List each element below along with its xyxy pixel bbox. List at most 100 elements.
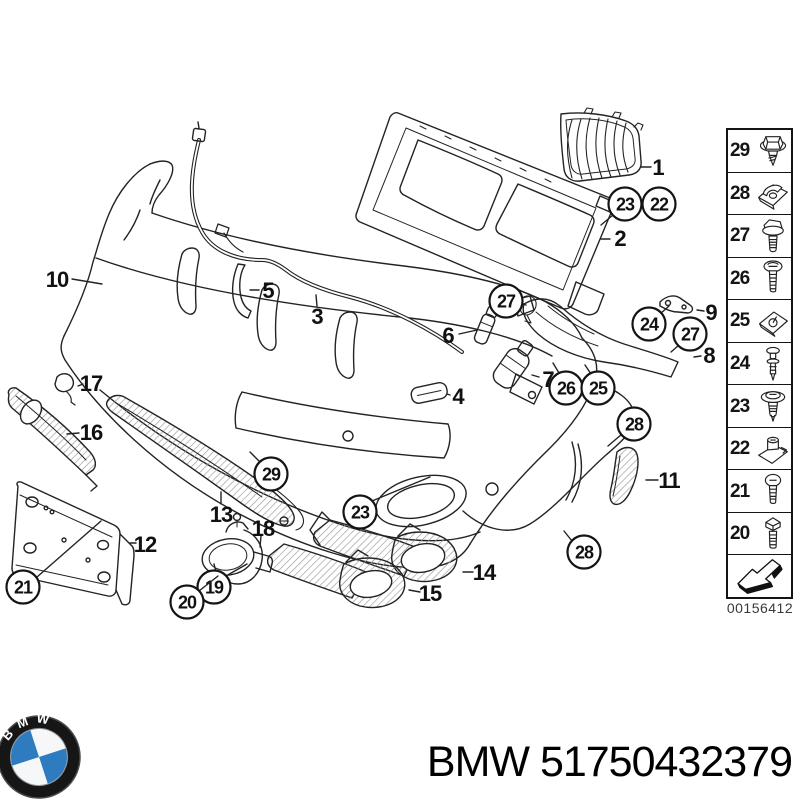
hex-washer-screw-icon xyxy=(756,217,790,255)
callout-22-circled: 22 xyxy=(641,186,677,222)
callout-28-circled: 28 xyxy=(566,534,602,570)
callout-29-circled: 29 xyxy=(253,456,289,492)
svg-text:21: 21 xyxy=(14,577,33,597)
callout-17: 17 xyxy=(80,371,104,396)
part-bracket-9 xyxy=(659,295,694,314)
svg-text:15: 15 xyxy=(419,581,442,606)
callout-26-circled: 26 xyxy=(548,370,584,406)
cage-nut-icon xyxy=(756,430,790,468)
legend-row-24: 24 xyxy=(728,341,791,385)
part-fog-trim-15 xyxy=(266,543,406,609)
callout-13: 13 xyxy=(210,502,234,527)
svg-text:9: 9 xyxy=(705,300,717,325)
callout-9: 9 xyxy=(705,300,718,325)
callout-28-circled: 28 xyxy=(616,406,652,442)
part-hook-17 xyxy=(54,373,76,406)
svg-text:17: 17 xyxy=(80,371,103,396)
callout-18: 18 xyxy=(252,516,276,541)
svg-text:28: 28 xyxy=(575,542,594,562)
svg-text:10: 10 xyxy=(46,267,69,292)
svg-text:27: 27 xyxy=(681,324,700,344)
svg-text:13: 13 xyxy=(210,502,233,527)
expansion-rivet-icon xyxy=(756,345,790,383)
callout-leader xyxy=(600,214,614,226)
callout-leader xyxy=(249,451,261,463)
svg-text:26: 26 xyxy=(557,378,576,398)
legend-item-number: 27 xyxy=(730,225,750,247)
legend-item-number: 21 xyxy=(730,480,750,502)
callout-leader xyxy=(259,535,262,548)
legend-row-22: 22 xyxy=(728,426,791,470)
callout-3: 3 xyxy=(311,304,324,329)
callout-11: 11 xyxy=(658,468,681,493)
hex-flange-screw-icon xyxy=(756,132,790,170)
callout-leader xyxy=(696,309,705,312)
callout-leader xyxy=(552,362,560,374)
part-cover-16 xyxy=(7,387,98,492)
callout-27-circled: 27 xyxy=(672,316,708,352)
svg-text:28: 28 xyxy=(625,414,644,434)
callout-leader xyxy=(71,278,103,285)
legend-row-21: 21 xyxy=(728,469,791,512)
svg-text:1: 1 xyxy=(652,155,664,180)
fastener-legend: 29 28 xyxy=(726,128,793,599)
legend-row-28: 28 xyxy=(728,171,791,215)
oval-head-screw-icon xyxy=(756,472,790,510)
exploded-parts-drawing: 1234567891011121314151617182322272427262… xyxy=(5,107,718,620)
callout-15: 15 xyxy=(419,581,443,606)
svg-text:5: 5 xyxy=(262,278,274,303)
part-trim-11 xyxy=(609,446,639,506)
callout-21-circled: 21 xyxy=(5,569,41,605)
callout-23-circled: 23 xyxy=(607,186,643,222)
part-number-label: BMW 51750432379 xyxy=(426,738,793,786)
washer-head-screw-icon xyxy=(756,387,790,425)
svg-text:3: 3 xyxy=(311,304,323,329)
callout-leader xyxy=(66,432,80,435)
callout-25-circled: 25 xyxy=(580,370,616,406)
svg-text:18: 18 xyxy=(252,516,275,541)
part-cap-4 xyxy=(410,382,448,404)
callout-1: 1 xyxy=(652,155,665,180)
callout-leader xyxy=(693,355,702,358)
legend-row-25: 25 xyxy=(728,299,791,342)
svg-text:2: 2 xyxy=(614,226,626,251)
diagram-code: 00156412 xyxy=(726,600,794,616)
clip-nut-icon xyxy=(756,302,790,340)
legend-row-23: 23 xyxy=(728,384,791,427)
callout-leader xyxy=(607,433,623,447)
legend-row-27: 27 xyxy=(728,214,791,257)
svg-text:20: 20 xyxy=(178,592,197,612)
part-fog-trim-14 xyxy=(309,511,458,583)
callout-leader xyxy=(77,383,84,387)
legend-item-number: 23 xyxy=(730,395,750,417)
legend-item-number: 28 xyxy=(730,182,750,204)
callout-8: 8 xyxy=(703,343,716,368)
callout-leader xyxy=(563,530,573,542)
svg-text:4: 4 xyxy=(452,384,465,409)
svg-text:25: 25 xyxy=(589,378,608,398)
part-bracket-5 xyxy=(231,263,252,319)
svg-text:12: 12 xyxy=(134,532,157,557)
svg-text:19: 19 xyxy=(205,577,224,597)
legend-item-number: 26 xyxy=(730,267,750,289)
callout-leader xyxy=(408,589,421,593)
part-washer-pump-7 xyxy=(492,340,543,405)
svg-text:16: 16 xyxy=(80,420,103,445)
legend-item-number: 20 xyxy=(730,523,750,545)
callout-leader xyxy=(531,374,540,378)
callout-leader xyxy=(225,563,248,577)
svg-text:23: 23 xyxy=(351,502,370,522)
legend-item-number: 22 xyxy=(730,438,750,460)
svg-text:22: 22 xyxy=(650,194,669,214)
svg-text:14: 14 xyxy=(473,560,497,585)
pan-head-screw-icon xyxy=(756,259,790,297)
callout-12: 12 xyxy=(134,532,158,557)
callout-20-circled: 20 xyxy=(169,584,205,620)
legend-item-number: 24 xyxy=(730,353,750,374)
part-grille-strip-13 xyxy=(105,394,305,531)
sheet-metal-clip-icon xyxy=(756,174,790,212)
callout-24-circled: 24 xyxy=(631,306,667,342)
legend-row-29: 29 xyxy=(728,130,791,172)
